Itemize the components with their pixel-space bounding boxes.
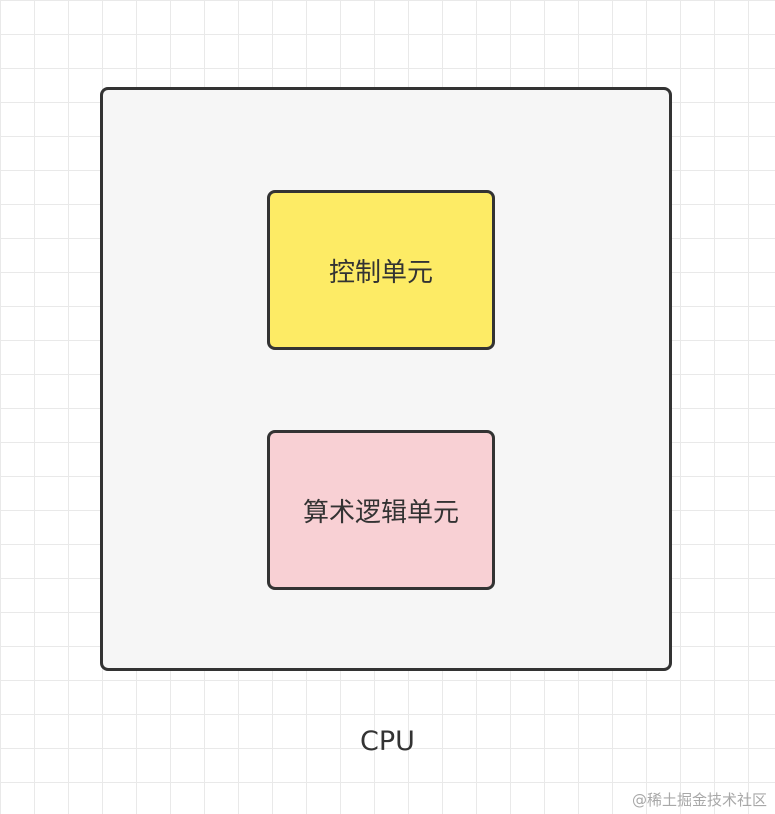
cpu-label: CPU	[360, 726, 415, 757]
alu-label: 算术逻辑单元	[302, 497, 459, 528]
control-unit-box: 控制单元	[267, 190, 495, 350]
control-unit-label: 控制单元	[328, 257, 433, 288]
alu-box: 算术逻辑单元	[267, 430, 495, 590]
watermark: @稀土掘金技术社区	[631, 791, 767, 809]
